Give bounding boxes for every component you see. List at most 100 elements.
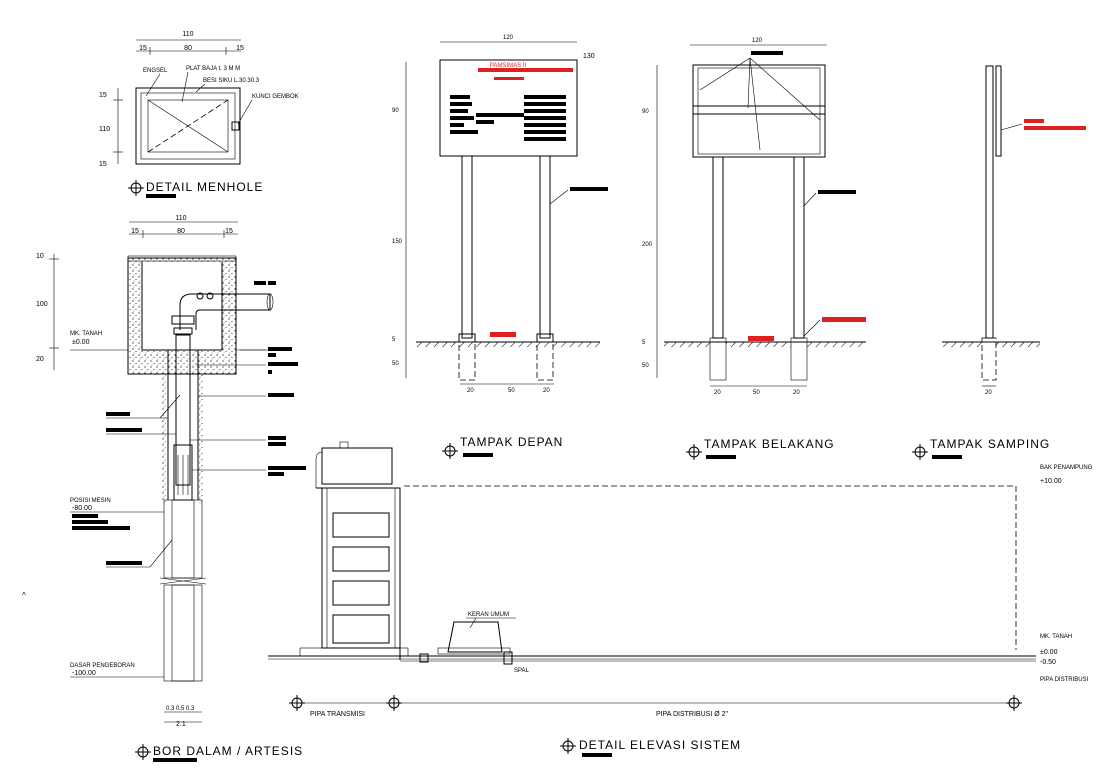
bor-ground-level: ±0.00 [72,339,90,346]
bottom-total: 2.1 [176,721,186,728]
elevasi-pipe-label: PIPA DISTRIBUSI [1040,677,1089,683]
belakang-height: 50 [642,363,649,369]
tower [321,487,401,649]
tampak-belakang: 120 90 200 5 50 20 50 20 TAMPAK BELAKANG [642,38,866,461]
depan-height: 90 [392,108,399,114]
grid-marker-icon [288,694,306,712]
menhole-height-part: 15 [99,161,107,168]
belakang-width: 120 [752,38,763,44]
bottom-level: -100.00 [72,670,96,677]
post [793,156,805,339]
elevasi-pipe-level: -0.50 [1040,659,1056,666]
redaction-bar [268,347,292,351]
valve-icon [196,292,204,300]
depan-base: 50 [508,388,515,394]
machine-label: POSISI MESIN [70,498,111,504]
public-faucet [447,621,503,653]
tank-label: BAK PENAMPUNG [1040,465,1093,471]
belakang-base: 50 [753,390,760,396]
faucet-label: KERAN UMUM [468,612,509,618]
menhole-frame [135,87,241,165]
tampak-samping: 20 TAMPAK SAMPING [911,65,1086,461]
post [712,156,724,339]
menhole-width-part: 80 [184,45,192,52]
bor-width-part: 15 [225,228,233,235]
section-symbol-icon [127,179,145,197]
bor-dalam: 110 15 80 15 10 100 20 [36,215,306,762]
belakang-base: 20 [714,390,721,396]
depan-base: 20 [467,388,474,394]
bor-width-part: 15 [131,228,139,235]
redaction-bar [153,758,197,762]
depan-side: 130 [583,53,595,60]
belakang-height: 5 [642,340,646,346]
caret-mark: ^ [22,591,26,600]
distribution-label: PIPA DISTRIBUSI Ø 2" [656,711,729,718]
section-symbol-icon [134,743,152,761]
label-kunci: KUNCI GEMBOK [252,94,299,100]
redaction-red [478,68,573,72]
belakang-height: 90 [642,109,649,115]
gravel-pack [163,499,203,579]
samping-base: 20 [985,390,992,396]
depan-height: 50 [392,361,399,367]
depan-height: 5 [392,337,396,343]
valve-icon [206,292,214,300]
label-plat: PLAT BAJA t. 3 M M [186,66,240,72]
menhole-height-total: 110 [99,126,110,133]
bor-height: 10 [36,253,44,260]
depan-height: 150 [392,239,403,245]
bor-height: 20 [36,356,44,363]
redaction-bar [254,281,266,285]
menhole-plate [147,99,229,153]
menhole-width-part: 15 [236,45,244,52]
bottom-label: DASAR PENGEBORAN [70,663,135,669]
tank-level: +10.00 [1040,478,1062,485]
section-symbol-icon [685,443,703,461]
bor-width-part: 80 [177,228,185,235]
elevasi-ground-level: ±0.00 [1040,649,1058,656]
menhole-height-part: 15 [99,92,107,99]
casing [167,350,199,500]
tampak-samping-title: TAMPAK SAMPING [930,437,1050,451]
grid-marker-icon [1005,694,1023,712]
post [539,155,551,339]
water-tank [321,447,393,485]
outlet-pipe [179,293,271,330]
transmission-label: PIPA TRANSMISI [310,711,365,718]
bor-width-total: 110 [175,215,186,222]
detail-menhole: 110 15 80 15 110 15 15 ENGSEL PLAT BAJA … [99,31,299,198]
board-text: PAMSIMAS II [490,63,527,69]
label-besi-siku: BESI SIKU L.30.30.3 [203,78,260,84]
gravel-pack [163,584,203,682]
bor-height: 100 [36,301,48,308]
bor-title: BOR DALAM / ARTESIS [153,744,303,758]
section-symbol-icon [911,443,929,461]
tampak-depan: 120 130 PAMSIMAS II 90 150 5 50 20 50 20 [392,35,608,460]
belakang-base: 20 [793,390,800,396]
grid-marker-icon [385,694,403,712]
tampak-depan-title: TAMPAK DEPAN [460,435,563,449]
belakang-height: 200 [642,242,653,248]
post [985,65,994,339]
section-symbol-icon [441,442,459,460]
menhole-width-part: 15 [139,45,147,52]
depan-base: 20 [543,388,550,394]
signboard [439,59,578,157]
detail-elevasi: BAK PENAMPUNG +10.00 KERAN UMUM SPAL MK.… [268,441,1093,757]
board-edge [995,65,1002,157]
depan-width: 120 [503,35,514,41]
redaction-bar [146,194,176,198]
elevasi-ground-label: MK. TANAH [1040,634,1072,640]
tampak-belakang-title: TAMPAK BELAKANG [704,437,835,451]
post [461,155,473,339]
detail-menhole-title: DETAIL MENHOLE [146,180,263,194]
bottom-dims: 0.3 0.5 0.3 [166,706,195,712]
label-engsel: ENGSEL [143,68,168,74]
lock-icon [231,121,240,131]
spal-label: SPAL [514,668,530,674]
machine-level: -80.00 [72,505,92,512]
elevasi-title: DETAIL ELEVASI SISTEM [579,738,741,752]
bor-ground-label: MK. TANAH [70,331,102,337]
